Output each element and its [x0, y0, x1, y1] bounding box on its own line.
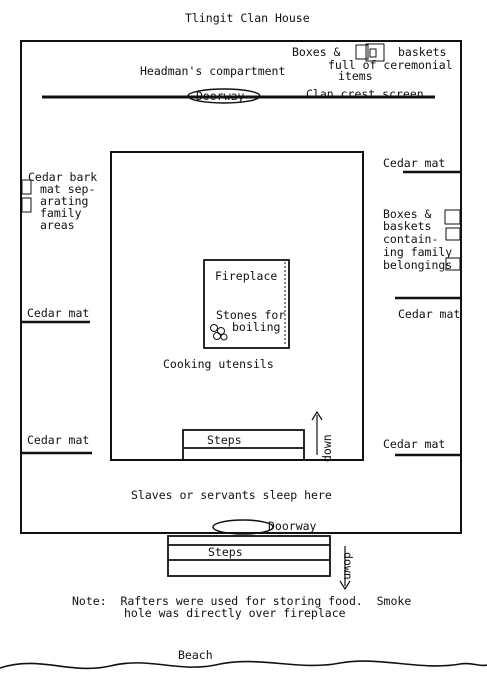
label-cedar-mat-l3: Cedar mat — [27, 433, 90, 447]
label-headman: Headman's compartment — [140, 64, 286, 78]
label-cedar-bark-4: family — [40, 206, 82, 220]
label-cedar-mat-r2: Cedar mat — [398, 307, 461, 321]
inner-steps — [182, 429, 305, 461]
label-cedar-mat-l2: Cedar mat — [27, 306, 90, 320]
label-cedar-mat-r3: Cedar mat — [383, 437, 446, 451]
label-stones-2: boiling — [232, 320, 281, 334]
label-boxes-top-4: items — [338, 69, 373, 83]
label-boxes-right-4: ing family — [383, 245, 453, 259]
label-stones-1: Stones for — [216, 308, 286, 322]
inner-pit — [110, 151, 364, 461]
doorway-top-oval — [187, 88, 261, 104]
label-boxes-right-2: baskets — [383, 219, 432, 233]
label-note-1: Note: Rafters were used for storing food… — [72, 594, 412, 608]
beach-shoreline — [0, 660, 487, 670]
label-boxes-top-1: Boxes & — [292, 45, 341, 59]
cedar-bark-mat-marker — [21, 179, 32, 213]
label-fireplace: Fireplace — [215, 269, 278, 283]
outer-steps — [167, 535, 331, 577]
diagram-title: Tlingit Clan House — [185, 11, 310, 25]
inner-down-arrow — [311, 410, 323, 455]
label-cedar-bark-5: areas — [40, 218, 75, 232]
label-boxes-top-2: baskets — [398, 45, 447, 59]
fireplace-box — [203, 259, 290, 349]
label-steps-inner: Steps — [207, 433, 242, 447]
label-crest-screen: Clan crest screen — [306, 87, 424, 101]
label-doorway-bottom: Doorway — [268, 519, 317, 533]
label-boxes-right-1: Boxes & — [383, 207, 432, 221]
doorway-bottom-oval — [212, 519, 274, 535]
label-down-outer: down — [341, 552, 355, 580]
boxes-top-icon — [355, 43, 385, 62]
boiling-stones — [210, 324, 228, 341]
label-beach: Beach — [178, 648, 213, 662]
label-cedar-bark-2: mat sep- — [40, 182, 96, 196]
label-cooking: Cooking utensils — [163, 357, 274, 371]
label-note-2: hole was directly over fireplace — [124, 606, 346, 620]
boxes-right-marker — [444, 209, 461, 271]
label-cedar-bark-3: arating — [40, 194, 89, 208]
label-doorway-top: Doorway — [196, 89, 245, 103]
label-steps-outer: Steps — [208, 545, 243, 559]
label-boxes-top-3: full of ceremonial — [328, 58, 453, 72]
label-slaves: Slaves or servants sleep here — [131, 488, 332, 502]
label-boxes-right-5: belongings — [383, 258, 453, 272]
label-down-inner: down — [320, 434, 334, 462]
label-cedar-mat-r1: Cedar mat — [383, 156, 446, 170]
outer-down-arrow — [339, 546, 351, 591]
label-boxes-right-3: contain- — [383, 232, 439, 246]
label-cedar-bark-1: Cedar bark — [28, 170, 98, 184]
outer-wall — [20, 40, 462, 534]
